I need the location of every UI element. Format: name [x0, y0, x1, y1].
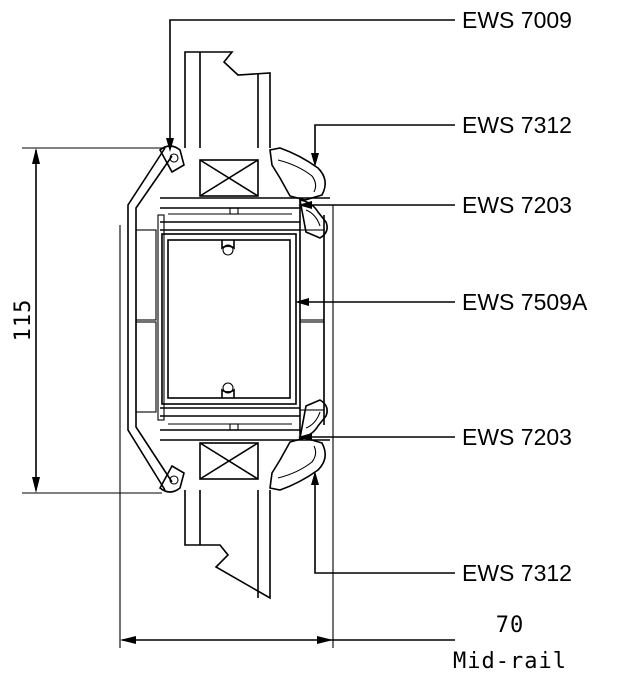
label-ews-7009: EWS 7009 [462, 7, 572, 33]
glass-pane-lower [184, 490, 271, 600]
drawing-caption: Mid-rail [453, 649, 567, 674]
dimension-height [22, 147, 162, 494]
glass-pane-upper [184, 51, 271, 148]
label-ews-7509a: EWS 7509A [462, 289, 588, 315]
leader-7203-top [298, 201, 455, 209]
label-ews-7203-top: EWS 7203 [462, 192, 572, 218]
leader-7009 [166, 19, 455, 152]
dimension-width-value: 70 [496, 613, 525, 638]
spacer-bottom [199, 442, 259, 480]
glazing-gasket-bottom [269, 399, 328, 491]
leader-7312-bottom [311, 471, 455, 574]
label-ews-7312-bottom: EWS 7312 [462, 560, 572, 586]
steel-reinforcement [161, 233, 297, 405]
leader-7509a [295, 298, 455, 306]
label-ews-7203-bottom: EWS 7203 [462, 424, 572, 450]
leader-7312-top [311, 124, 455, 167]
label-ews-7312-top: EWS 7312 [462, 112, 572, 138]
glazing-gasket-top [269, 147, 328, 239]
dimension-height-value: 115 [11, 299, 36, 342]
mullion-profile [127, 145, 330, 493]
dimension-width [119, 205, 455, 648]
leader-7203-bottom [298, 433, 455, 441]
spacer-top [199, 159, 259, 197]
